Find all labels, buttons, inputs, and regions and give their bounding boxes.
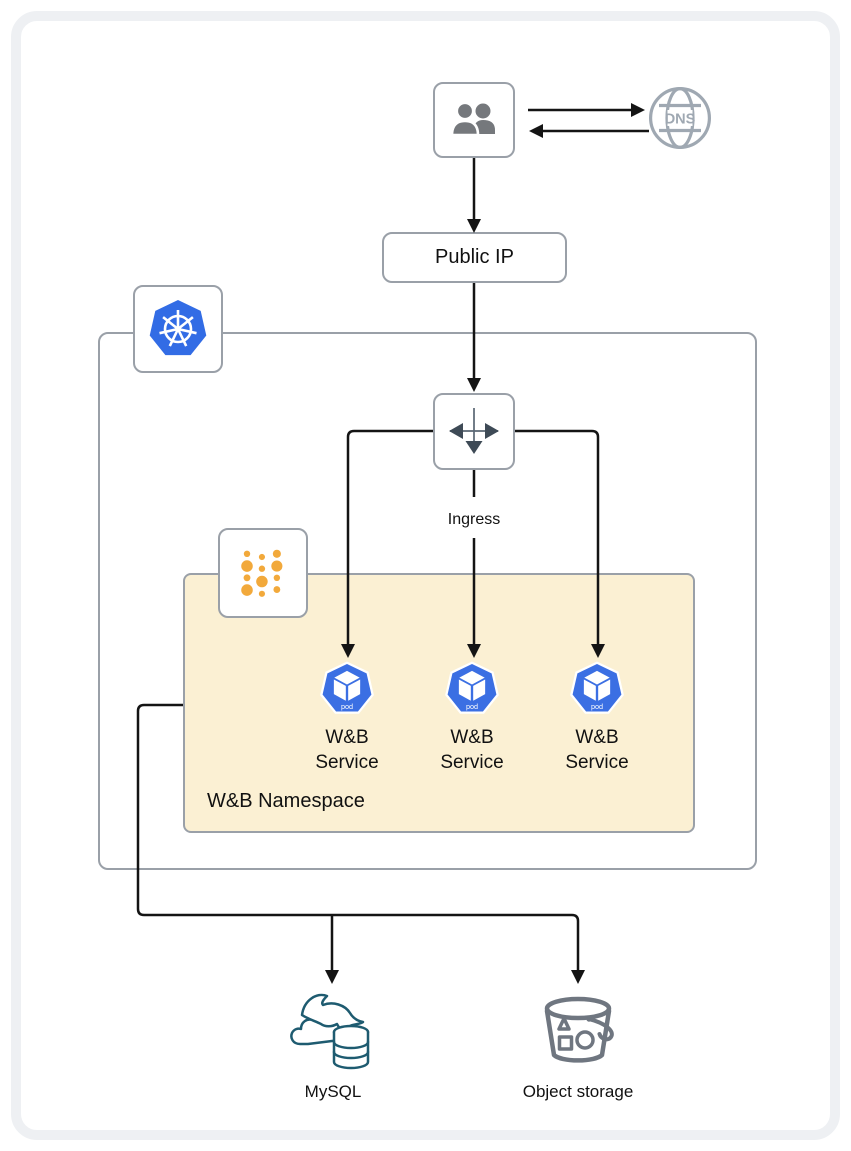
pod-badge: pod [341,702,353,711]
pod-node-3: pod [568,660,626,718]
dns-globe-icon: DNS [649,87,711,149]
ingress-label: Ingress [424,511,524,529]
pod-label-3: W&B Service [565,727,629,773]
pod-label-2: W&B Service [440,727,504,773]
kubernetes-logo-icon [149,300,207,356]
ingress-arrows-icon [449,407,499,454]
object-storage-node [536,992,620,1074]
namespace-label: W&B Namespace [207,790,365,812]
mysql-dolphin-icon [290,993,370,1070]
kubernetes-logo-node [133,285,223,373]
users-node [433,82,515,158]
pod-label-1: W&B Service [315,727,379,773]
pod-node-1: pod [318,660,376,718]
dns-label: DNS [665,112,696,128]
mysql-node [288,988,380,1074]
storage-bucket-icon [544,996,614,1063]
ingress-node [433,393,515,470]
dns-node: DNS [647,85,713,151]
object-storage-label: Object storage [522,1082,634,1101]
namespace-dots-icon [241,549,283,597]
k8s-pod-icon: pod [570,661,624,714]
k8s-pod-icon: pod [320,661,374,714]
public-ip-label: Public IP [435,246,514,268]
pod-badge: pod [466,702,478,711]
public-ip-node: Public IP [382,232,567,283]
mysql-label: MySQL [304,1082,362,1101]
k8s-pod-icon: pod [445,661,499,714]
users-icon [450,101,495,137]
pod-badge: pod [591,702,603,711]
pod-node-2: pod [443,660,501,718]
namespace-icon-node [218,528,308,618]
